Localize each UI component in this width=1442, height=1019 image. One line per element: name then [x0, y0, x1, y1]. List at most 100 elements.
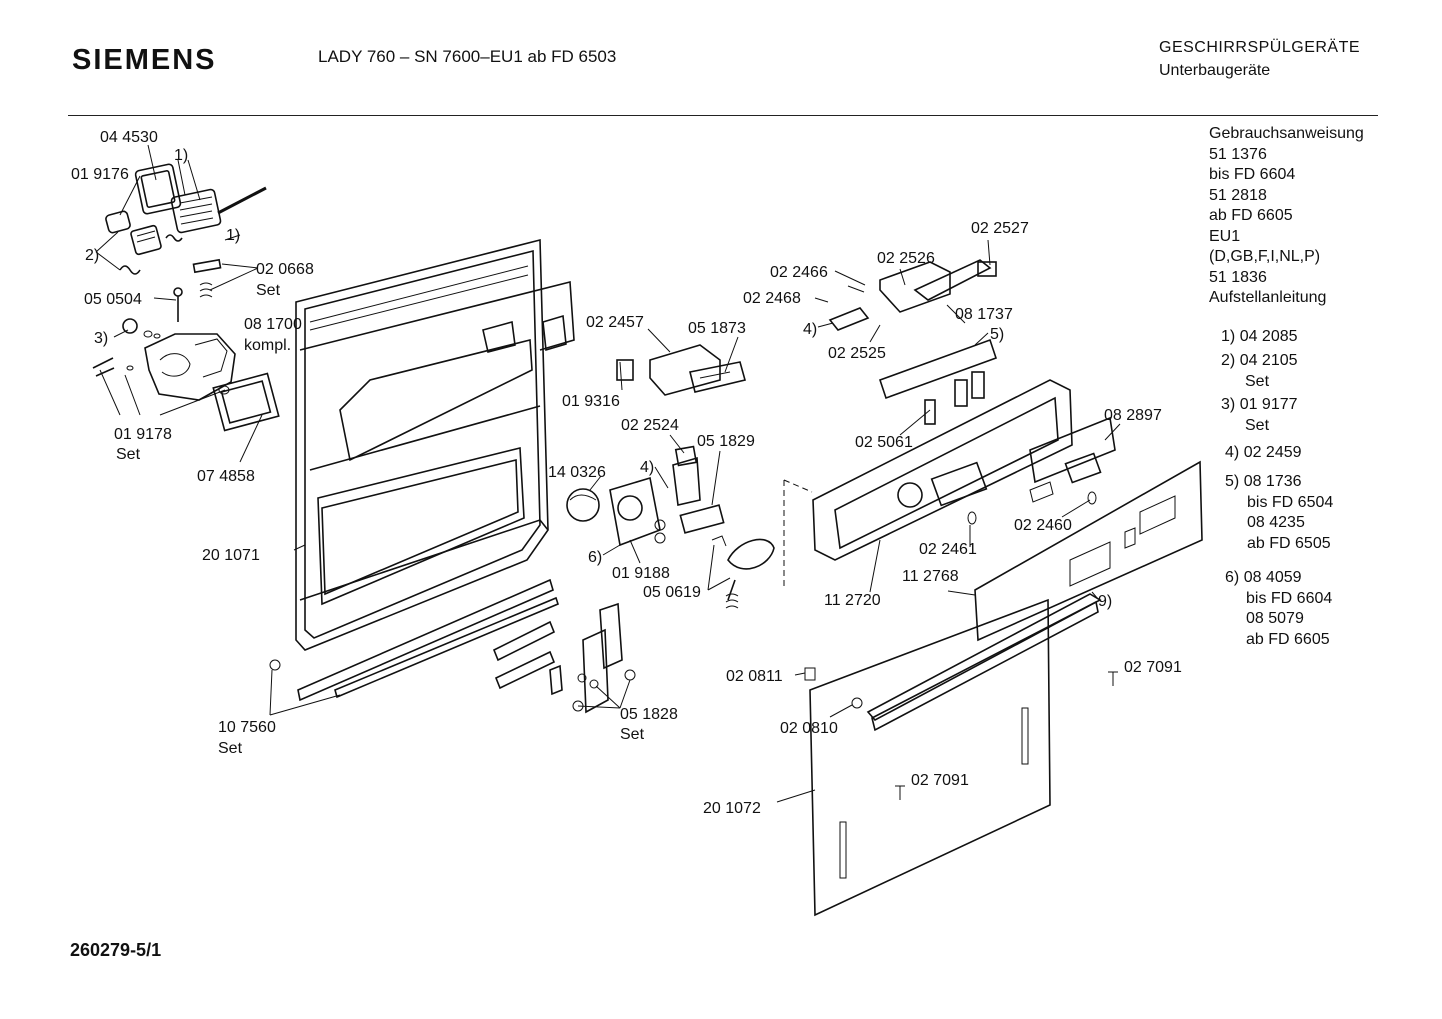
part-label: 05 1828 [620, 706, 678, 723]
documentation-list: Gebrauchsanweisung 51 1376 bis FD 6604 5… [1209, 124, 1364, 309]
part-label: 05 0619 [643, 584, 701, 601]
part-label: 01 9176 [71, 166, 129, 183]
model-title: LADY 760 – SN 7600–EU1 ab FD 6503 [318, 47, 617, 66]
footnote-ref: 5) [990, 326, 1004, 343]
doc-line: Gebrauchsanweisung [1209, 125, 1364, 142]
part-label: 01 9188 [612, 565, 670, 582]
footnote-5: 5) 08 1736 bis FD 6504 08 4235 ab FD 650… [1225, 472, 1333, 554]
footnote-ref: 1) [174, 147, 188, 164]
footnote-2: 2) 04 2105 Set [1221, 351, 1298, 392]
part-label: 11 2768 [902, 568, 959, 585]
part-label: 02 5061 [855, 434, 913, 451]
header-rule [68, 115, 1378, 116]
footnote-text: ab FD 6505 [1247, 534, 1331, 552]
doc-line: 51 2818 [1209, 186, 1267, 204]
part-label: 05 0504 [84, 291, 142, 308]
document-number: 260279-5/1 [70, 940, 162, 960]
part-label: 08 1700 [244, 316, 302, 333]
doc-line: 51 1836 [1209, 268, 1267, 286]
part-label: Set [256, 282, 281, 299]
footnote-mark: 5) [1225, 473, 1240, 490]
outer-door-panel [804, 460, 1203, 917]
footnote-ref: 4) [803, 321, 817, 338]
footnote-text: 04 2105 [1239, 352, 1298, 369]
doc-line: (D,GB,F,I,NL,P) [1209, 248, 1321, 265]
footnote-ref: 9) [1098, 593, 1112, 610]
part-label: kompl. [244, 337, 291, 354]
footnote-mark: 3) [1221, 396, 1236, 413]
part-label: 20 1071 [202, 547, 260, 564]
part-label: 01 9178 [114, 426, 172, 443]
footnote-ref: 3) [94, 330, 108, 347]
part-label: 08 1737 [955, 306, 1013, 323]
part-label: 02 2466 [770, 264, 828, 281]
footnote-mark: 1) [1221, 328, 1236, 345]
motor-assembly [92, 318, 280, 432]
footnote-1: 1) 04 2085 [1221, 327, 1298, 348]
part-label: 04 4530 [100, 129, 158, 146]
part-label: 02 2461 [919, 541, 977, 558]
part-label: 02 2525 [828, 345, 886, 362]
part-label: 11 2720 [824, 592, 881, 609]
footnote-text: 08 1736 [1243, 473, 1302, 490]
footnote-text: bis FD 6604 [1246, 589, 1333, 607]
part-label: 05 1873 [688, 320, 746, 337]
door-lock-mechanism [566, 344, 775, 609]
footnote-ref: 4) [640, 459, 654, 476]
part-label: 02 2526 [877, 250, 935, 267]
doc-line: 51 1376 [1209, 145, 1267, 163]
part-label: 02 7091 [911, 772, 969, 789]
part-label: 02 0810 [780, 720, 838, 737]
doc-line: bis FD 6604 [1209, 166, 1296, 183]
footnote-text: ab FD 6605 [1246, 630, 1330, 648]
inner-door-panel [295, 238, 575, 702]
footnote-mark: 4) [1225, 444, 1240, 461]
part-label: 07 4858 [197, 468, 255, 485]
part-label: 02 2527 [971, 220, 1029, 237]
footnote-ref: 1) [226, 227, 240, 244]
vent-grille-parts [105, 163, 267, 322]
footnote-mark: 2) [1221, 352, 1236, 369]
footnote-text: 04 2085 [1239, 328, 1298, 345]
footnote-4: 4) 02 2459 [1225, 443, 1302, 464]
part-label: 20 1072 [703, 800, 761, 817]
footnote-text: 08 5079 [1246, 610, 1304, 627]
part-label: 02 2524 [621, 417, 679, 434]
part-label: 02 2457 [586, 314, 644, 331]
footnote-text: 02 2459 [1243, 444, 1302, 461]
part-label: 14 0326 [548, 464, 606, 481]
doc-line: EU1 [1209, 227, 1241, 245]
footnote-ref: 2) [85, 247, 99, 264]
part-label: 01 9316 [562, 393, 620, 410]
control-panel-parts [783, 259, 1116, 590]
part-label: 02 2460 [1014, 517, 1072, 534]
part-label: 02 2468 [743, 290, 801, 307]
leader-lines [95, 144, 1121, 803]
footnote-text: 01 9177 [1239, 396, 1298, 413]
doc-line: Aufstellanleitung [1209, 289, 1327, 306]
part-label: 05 1829 [697, 433, 755, 450]
part-label: Set [218, 740, 243, 757]
footnote-6: 6) 08 4059 bis FD 6604 08 5079 ab FD 660… [1225, 568, 1332, 650]
footnote-3: 3) 01 9177 Set [1221, 395, 1298, 436]
footnote-mark: 6) [1225, 569, 1240, 586]
part-label: 02 0668 [256, 261, 314, 278]
part-label: 10 7560 [218, 719, 276, 736]
part-label: 08 2897 [1104, 407, 1162, 424]
part-label: 02 0811 [726, 668, 783, 685]
part-label: Set [116, 446, 141, 463]
footnote-text: Set [1245, 416, 1270, 434]
subcategory-title: Unterbaugeräte [1159, 62, 1271, 79]
footnote-text: Set [1245, 372, 1270, 390]
doc-line: ab FD 6605 [1209, 207, 1293, 224]
hinge-brackets [269, 602, 636, 714]
footnote-text: 08 4059 [1243, 569, 1302, 586]
brand-logo: SIEMENS [72, 44, 217, 76]
part-label: 02 7091 [1124, 659, 1182, 676]
part-label: Set [620, 726, 645, 743]
footnote-text: 08 4235 [1247, 514, 1305, 531]
category-title: GESCHIRRSPÜLGERÄTE [1159, 39, 1361, 56]
footnote-text: bis FD 6504 [1247, 493, 1334, 511]
footnote-ref: 6) [588, 549, 602, 566]
